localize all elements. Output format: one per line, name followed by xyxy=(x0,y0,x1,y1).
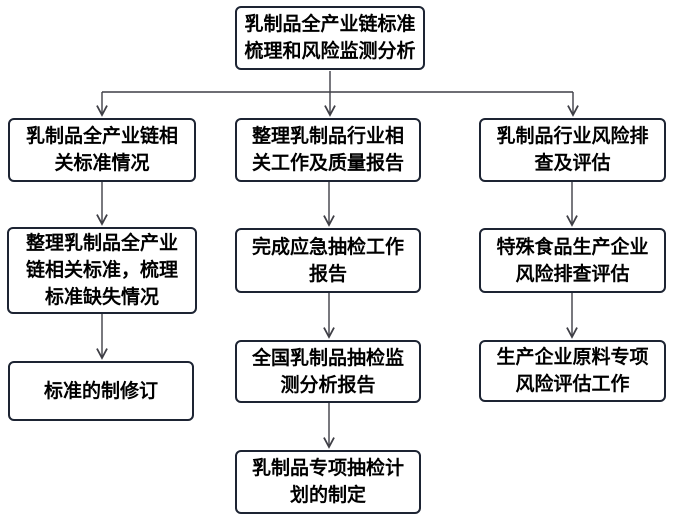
node-right-risk-screening: 乳制品行业风险排 查及评估 xyxy=(479,118,666,182)
node-left-standards-gap: 整理乳制品全产业 链相关标准，梳理 标准缺失情况 xyxy=(7,227,197,314)
node-right-special-food-assessment-label: 特殊食品生产企业 风险排查评估 xyxy=(496,236,649,285)
node-left-standard-revision-label: 标准的制修订 xyxy=(43,380,158,402)
node-right-special-food-assessment: 特殊食品生产企业 风险排查评估 xyxy=(479,228,666,293)
node-mid-national-analysis-report-label: 全国乳制品抽检监 测分析报告 xyxy=(251,347,404,396)
node-root: 乳制品全产业链标准 梳理和风险监测分析 xyxy=(235,6,425,70)
node-mid-industry-reports: 整理乳制品行业相 关工作及质量报告 xyxy=(235,118,421,182)
node-root-label: 乳制品全产业链标准 梳理和风险监测分析 xyxy=(244,14,416,62)
node-right-risk-screening-label: 乳制品行业风险排 查及评估 xyxy=(496,126,649,174)
node-left-standards-gap-label: 整理乳制品全产业 链相关标准，梳理 标准缺失情况 xyxy=(25,233,178,308)
node-mid-national-analysis-report: 全国乳制品抽检监 测分析报告 xyxy=(235,340,421,403)
node-mid-emergency-report-label: 完成应急抽检工作 报告 xyxy=(251,236,404,285)
node-mid-special-inspection-plan-label: 乳制品专项抽检计 划的制定 xyxy=(251,458,404,506)
node-right-raw-material-assessment-label: 生产企业原料专项 风险评估工作 xyxy=(496,347,649,395)
node-left-standards-overview-label: 乳制品全产业链相 关标准情况 xyxy=(25,126,178,174)
node-mid-industry-reports-label: 整理乳制品行业相 关工作及质量报告 xyxy=(251,126,404,174)
node-mid-emergency-report: 完成应急抽检工作 报告 xyxy=(235,228,421,293)
node-mid-special-inspection-plan: 乳制品专项抽检计 划的制定 xyxy=(235,450,421,514)
node-left-standards-overview: 乳制品全产业链相 关标准情况 xyxy=(8,118,196,182)
node-left-standard-revision: 标准的制修订 xyxy=(8,361,194,421)
node-right-raw-material-assessment: 生产企业原料专项 风险评估工作 xyxy=(479,340,666,402)
